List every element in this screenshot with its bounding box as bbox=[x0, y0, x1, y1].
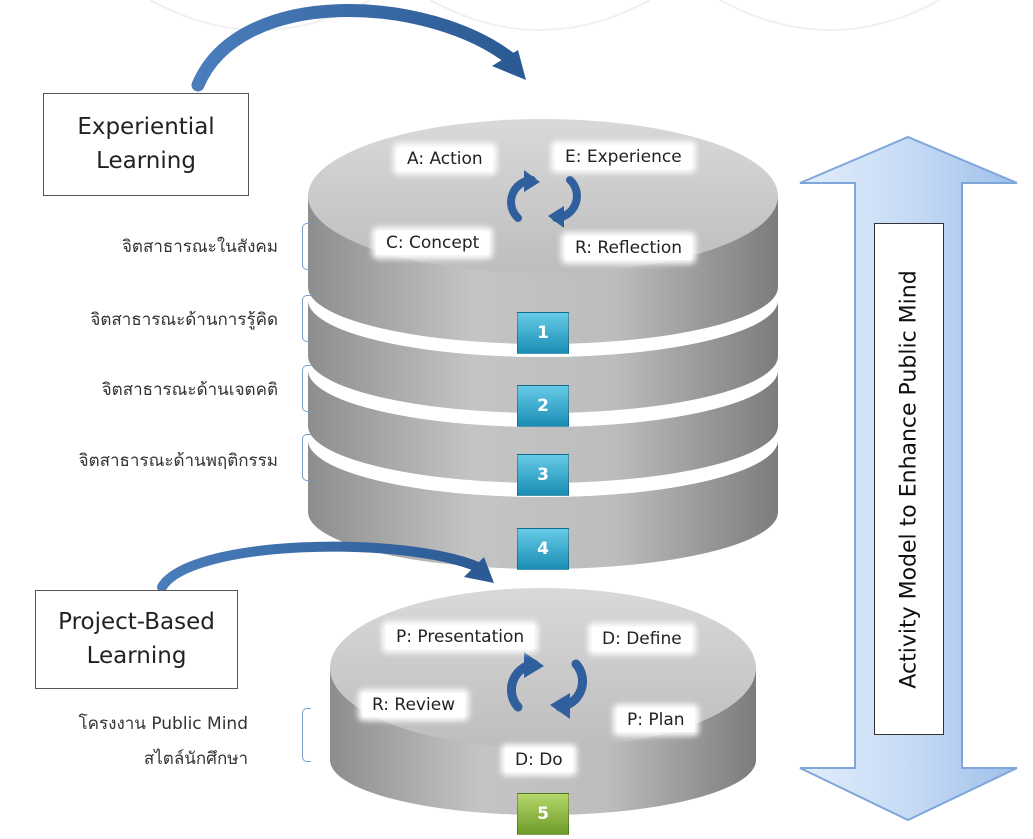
side-label-4: จิตสาธารณะด้านพฤติกรรม bbox=[78, 451, 278, 471]
vertical-label-box: Activity Model to Enhance Public Mind bbox=[874, 223, 944, 735]
vertical-label: Activity Model to Enhance Public Mind bbox=[896, 269, 922, 689]
bracket-3 bbox=[302, 365, 311, 412]
layer-number-2: 2 bbox=[517, 385, 569, 427]
layer-number-1: 1 bbox=[517, 312, 569, 354]
label-concept: C: Concept bbox=[376, 231, 490, 255]
project-title-line1: Project-Based bbox=[58, 609, 215, 636]
bracket-1 bbox=[302, 223, 311, 270]
side-label-2: จิตสาธารณะด้านการรู้คิด bbox=[90, 310, 278, 330]
experiential-learning-box: Experiential Learning bbox=[43, 93, 249, 196]
bottom-curved-arrow bbox=[157, 541, 494, 592]
bracket-2 bbox=[302, 295, 311, 342]
top-cylinder bbox=[308, 119, 778, 569]
experiential-title-line1: Experiential bbox=[77, 114, 215, 141]
project-based-learning-box: Project-Based Learning bbox=[35, 590, 238, 689]
layer-number-3: 3 bbox=[517, 454, 569, 496]
top-cycle-icon bbox=[507, 170, 581, 228]
label-action: A: Action bbox=[397, 147, 493, 171]
layer-number-5: 5 bbox=[517, 793, 569, 835]
bracket-4 bbox=[302, 434, 311, 481]
label-review: R: Review bbox=[362, 693, 466, 717]
label-experience: E: Experience bbox=[555, 145, 692, 169]
label-presentation: P: Presentation bbox=[386, 625, 535, 649]
project-side-label-line1: โครงงาน Public Mind bbox=[78, 714, 248, 734]
layer-number-4: 4 bbox=[517, 528, 569, 570]
bottom-cycle-icon bbox=[507, 652, 587, 719]
experiential-title-line2: Learning bbox=[96, 147, 196, 174]
label-define: D: Define bbox=[592, 627, 692, 651]
label-reflection: R: Reflection bbox=[565, 236, 693, 260]
project-title-line2: Learning bbox=[86, 642, 187, 669]
label-do: D: Do bbox=[505, 748, 573, 772]
side-label-1: จิตสาธารณะในสังคม bbox=[121, 237, 278, 257]
project-side-label-line2: สไตล์นักศึกษา bbox=[143, 749, 248, 769]
side-label-3: จิตสาธารณะด้านเจตคติ bbox=[101, 380, 278, 400]
bracket-5 bbox=[302, 708, 311, 762]
label-plan: P: Plan bbox=[617, 708, 695, 732]
top-curved-arrow bbox=[191, 3, 526, 92]
